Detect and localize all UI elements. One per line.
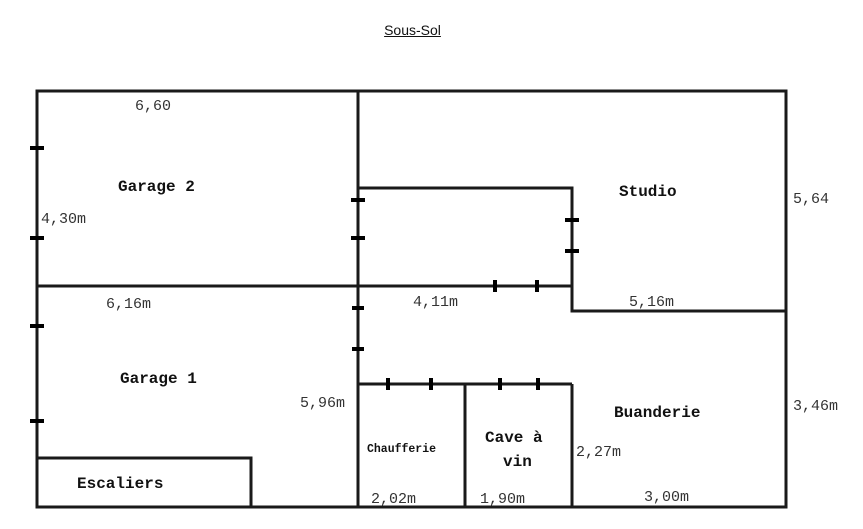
room-chaufferie: Chaufferie bbox=[367, 443, 436, 456]
dimension-labels: 6,60 4,30m 6,16m 5,96m 4,11m 5,16m 5,64 … bbox=[41, 98, 838, 508]
room-garage-1: Garage 1 bbox=[120, 370, 197, 388]
dim-buanderie-width: 3,00m bbox=[644, 489, 689, 506]
room-labels: Garage 2 Garage 1 Escaliers Studio Buand… bbox=[77, 178, 700, 493]
plan-title: Sous-Sol bbox=[384, 22, 441, 38]
room-cave-line1: Cave à bbox=[485, 429, 543, 447]
dim-cave-depth: 2,27m bbox=[576, 444, 621, 461]
dim-garage2-width: 6,60 bbox=[135, 98, 171, 115]
dim-corridor-width: 4,11m bbox=[413, 294, 458, 311]
room-cave-line2: vin bbox=[503, 453, 532, 471]
room-escaliers: Escaliers bbox=[77, 475, 163, 493]
room-studio: Studio bbox=[619, 183, 677, 201]
dim-studio-width: 5,16m bbox=[629, 294, 674, 311]
dim-buanderie-depth: 3,46m bbox=[793, 398, 838, 415]
escaliers-wall bbox=[37, 456, 253, 507]
dim-studio-depth: 5,64 bbox=[793, 191, 829, 208]
dim-chaufferie-width: 2,02m bbox=[371, 491, 416, 508]
dim-cave-width: 1,90m bbox=[480, 491, 525, 508]
dim-garage1-width: 6,16m bbox=[106, 296, 151, 313]
room-garage-2: Garage 2 bbox=[118, 178, 195, 196]
door-marks bbox=[30, 146, 579, 423]
room-buanderie: Buanderie bbox=[614, 404, 700, 422]
dim-garage1-depth: 5,96m bbox=[300, 395, 345, 412]
dim-garage2-depth: 4,30m bbox=[41, 211, 86, 228]
outer-wall bbox=[35, 89, 788, 509]
